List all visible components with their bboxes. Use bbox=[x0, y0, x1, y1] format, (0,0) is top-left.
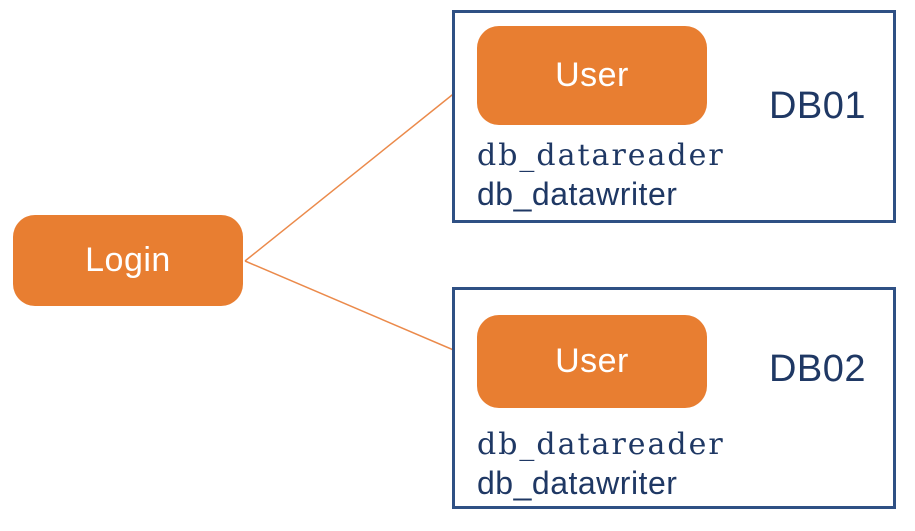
db01-user-node-label: User bbox=[555, 56, 629, 94]
connector-login-to-db01-user bbox=[244, 74, 478, 262]
login-node: Login bbox=[13, 215, 243, 306]
db01-container: User DB01 db_datareader db_datawriter bbox=[452, 10, 896, 223]
db01-role-datawriter: db_datawriter bbox=[477, 176, 678, 212]
db02-role-datareader: db_datareader bbox=[477, 427, 725, 462]
db02-user-node-label: User bbox=[555, 342, 629, 380]
db01-role-datareader: db_datareader bbox=[477, 138, 725, 173]
db01-name-label: DB01 bbox=[768, 85, 867, 127]
db01-roles-list: db_datareader db_datawriter bbox=[477, 137, 725, 213]
db02-roles-list: db_datareader db_datawriter bbox=[477, 426, 725, 502]
db02-name-label: DB02 bbox=[768, 348, 867, 390]
connector-login-to-db02-user bbox=[244, 260, 478, 361]
login-node-label: Login bbox=[85, 241, 171, 279]
db02-user-node: User bbox=[477, 315, 707, 408]
db02-role-datawriter: db_datawriter bbox=[477, 465, 678, 501]
db02-container: User DB02 db_datareader db_datawriter bbox=[452, 287, 896, 509]
db01-user-node: User bbox=[477, 26, 707, 125]
